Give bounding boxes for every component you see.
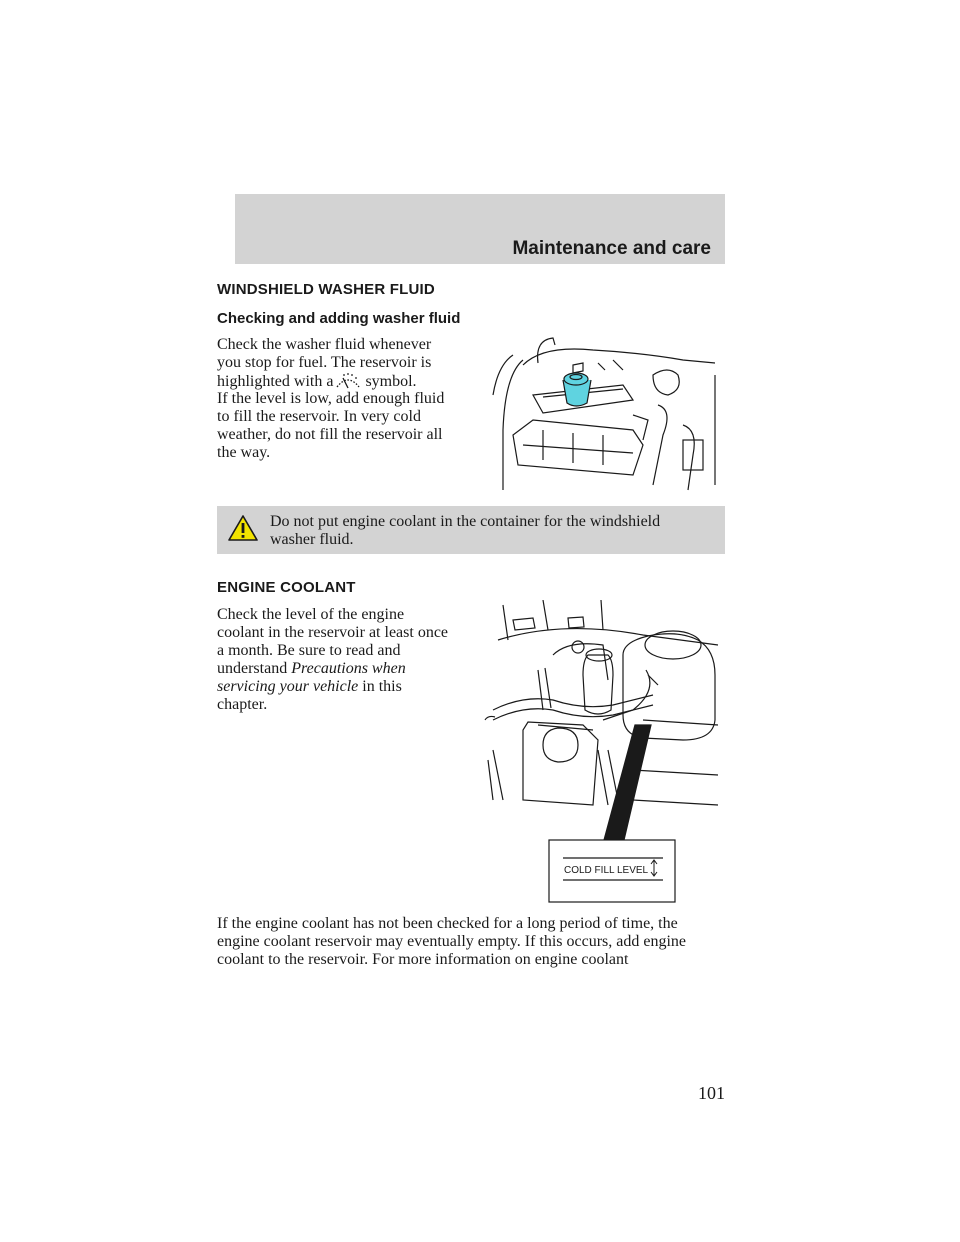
section-title: Maintenance and care xyxy=(512,238,711,259)
coolant-paragraph-1: Check the level of the engine coolant in… xyxy=(217,606,449,713)
cold-fill-level-label: COLD FILL LEVEL xyxy=(564,865,649,876)
washer-reservoir-illustration xyxy=(483,335,725,495)
coolant-heading: ENGINE COOLANT xyxy=(217,579,356,596)
washer-heading: WINDSHIELD WASHER FLUID xyxy=(217,281,435,298)
washer-paragraph-2: If the level is low, add enough fluid to… xyxy=(217,390,445,461)
washer-subheading: Checking and adding washer fluid xyxy=(217,310,461,327)
coolant-reservoir-illustration: COLD FILL LEVEL xyxy=(483,599,725,905)
warning-text: Do not put engine coolant in the contain… xyxy=(270,513,661,548)
windshield-wiper-icon xyxy=(335,372,361,395)
washer-paragraph-1: Check the washer fluid whenever you stop… xyxy=(217,336,431,395)
coolant-paragraph-2: If the engine coolant has not been check… xyxy=(217,915,687,968)
header-band: Maintenance and care xyxy=(235,194,725,264)
page-number: 101 xyxy=(698,1083,725,1103)
warning-triangle-icon xyxy=(227,514,259,547)
warning-box: Do not put engine coolant in the contain… xyxy=(217,506,725,554)
